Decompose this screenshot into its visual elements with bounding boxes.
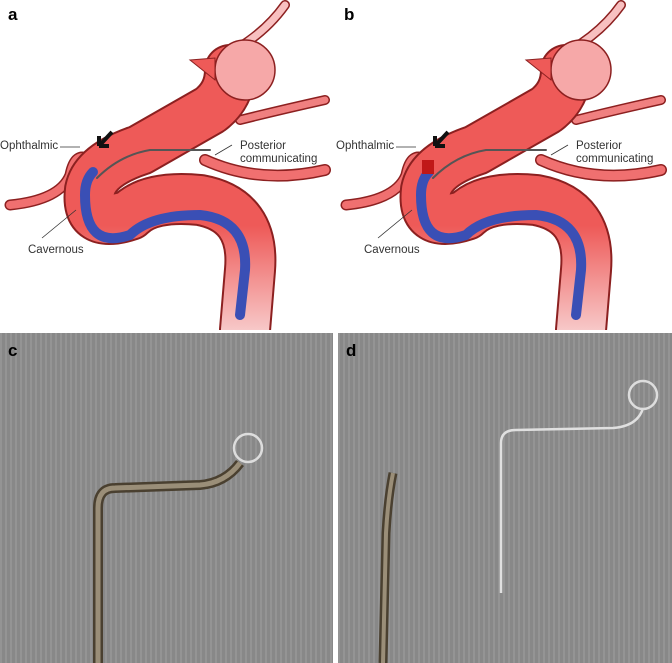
panel-a: a Ophthalmic Posterior communicating Cav… [0,0,336,330]
catheter-with-wire [93,432,264,663]
panel-label: b [344,5,355,24]
panel-c-photo: c [0,333,333,663]
panel-label: d [346,341,357,360]
artery-illustration [336,0,672,330]
panel-label: a [8,5,18,24]
cavernous-label: Cavernous [28,244,84,256]
panel-b: b Ophthalmic Posterior communicating Cav… [336,0,672,330]
cavernous-label: Cavernous [364,244,420,256]
catheter-and-wire-separated [378,379,659,663]
posterior-communicating-label: Posterior communicating [576,140,654,165]
panel-label: c [8,341,18,360]
ophthalmic-label: Ophthalmic [336,140,395,152]
ophthalmic-label: Ophthalmic [0,140,59,152]
panel-d-photo: d [338,333,672,663]
posterior-communicating-label: Posterior communicating [240,140,318,165]
